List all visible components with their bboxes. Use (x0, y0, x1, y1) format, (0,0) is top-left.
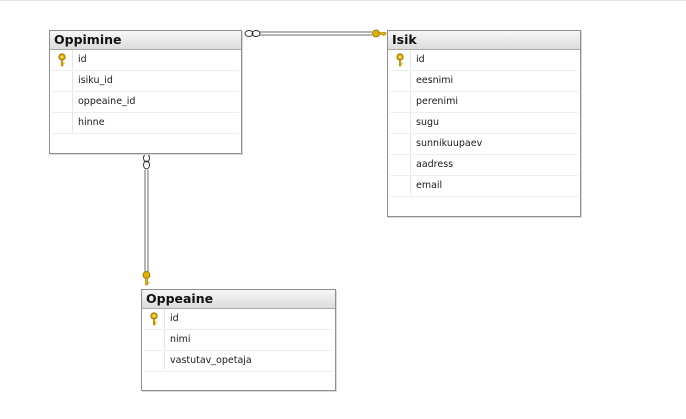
column-row[interactable]: eesnimi (390, 71, 578, 92)
column-name: hinne (78, 117, 105, 128)
column-name: id (416, 54, 425, 65)
key-icon (58, 53, 66, 67)
table-title-oppimine[interactable]: Oppimine (50, 31, 241, 50)
column-row[interactable]: aadress (390, 155, 578, 176)
column-name: isiku_id (78, 75, 113, 86)
key-icon (396, 53, 404, 67)
column-row[interactable]: id (144, 309, 333, 330)
column-name: perenimi (416, 96, 458, 107)
table-title-isik[interactable]: Isik (388, 31, 580, 50)
column-row[interactable]: id (390, 50, 578, 71)
row-selector (144, 309, 165, 328)
column-name: aadress (416, 159, 454, 170)
column-name: id (78, 54, 87, 65)
infinity-icon (244, 30, 261, 37)
column-row[interactable]: isiku_id (52, 71, 239, 92)
column-row[interactable]: oppeaine_id (52, 92, 239, 113)
column-name: nimi (170, 334, 191, 345)
table-title-oppeaine[interactable]: Oppeaine (142, 290, 335, 309)
row-selector (390, 155, 411, 174)
table-isik[interactable]: Isik id eesnimi perenimi sugu sunnikuupa… (387, 30, 581, 217)
column-name: sugu (416, 117, 440, 128)
column-name: oppeaine_id (78, 96, 136, 107)
row-selector (52, 92, 73, 111)
row-selector (52, 50, 73, 69)
row-selector (390, 113, 411, 132)
row-selector (144, 330, 165, 349)
column-name: vastutav_opetaja (170, 355, 252, 366)
column-row[interactable]: id (52, 50, 239, 71)
relationship-oppimine-oppeaine[interactable] (142, 153, 151, 286)
key-icon (372, 29, 387, 38)
column-name: id (170, 313, 179, 324)
table-oppeaine[interactable]: Oppeaine id nimi vastutav_opetaja (141, 289, 336, 391)
row-selector (52, 71, 73, 90)
row-selector (390, 50, 411, 69)
canvas-top-border (0, 0, 686, 1)
row-selector (144, 351, 165, 370)
column-row[interactable]: perenimi (390, 92, 578, 113)
column-row[interactable]: hinne (52, 113, 239, 134)
row-selector (390, 71, 411, 90)
table-oppimine[interactable]: Oppimine id isiku_id oppeaine_id hinne (49, 30, 242, 154)
row-selector (390, 134, 411, 153)
row-selector (52, 113, 73, 132)
column-name: email (416, 180, 443, 191)
column-row[interactable]: nimi (144, 330, 333, 351)
row-selector (390, 176, 411, 195)
infinity-icon (143, 153, 150, 170)
column-row[interactable]: email (390, 176, 578, 197)
key-icon (142, 271, 151, 286)
column-row[interactable]: sunnikuupaev (390, 134, 578, 155)
relationship-oppimine-isik[interactable] (244, 29, 387, 38)
key-icon (150, 312, 158, 326)
column-name: sunnikuupaev (416, 138, 483, 149)
column-row[interactable]: sugu (390, 113, 578, 134)
column-name: eesnimi (416, 75, 454, 86)
column-row[interactable]: vastutav_opetaja (144, 351, 333, 372)
row-selector (390, 92, 411, 111)
